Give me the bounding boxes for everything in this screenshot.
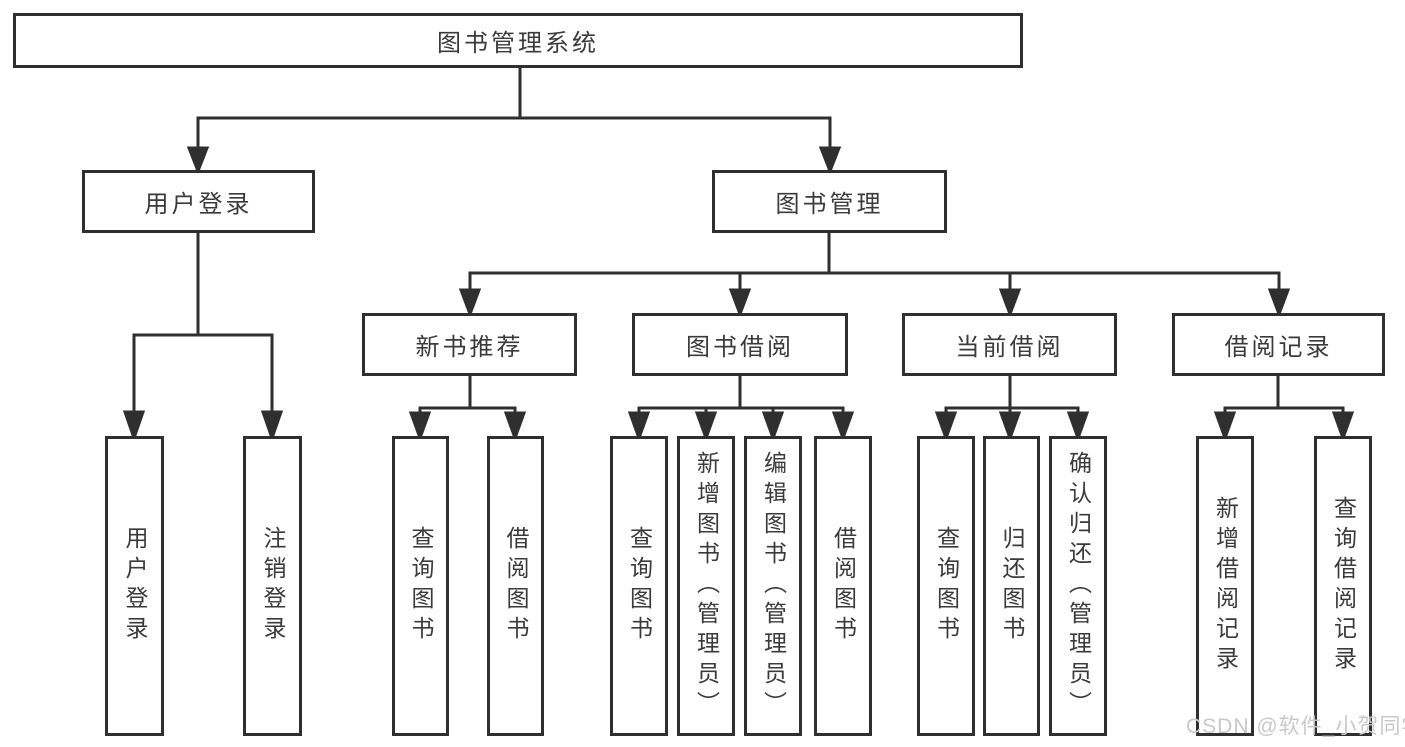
- connector-book-management-to-level3: [458, 233, 1291, 319]
- node-current-borrowing: 当前借阅: [902, 313, 1117, 376]
- leaf-user-login: 用户登录: [105, 436, 164, 736]
- node-borrowing-records: 借阅记录: [1172, 313, 1385, 376]
- connector-current-borrow-to-leaves: [934, 376, 1090, 443]
- node-book-management: 图书管理: [712, 170, 947, 233]
- leaf-borrow-books-borrowing: 借阅图书: [814, 436, 872, 736]
- leaf-query-borrow-record: 查询借阅记录: [1314, 436, 1372, 736]
- csdn-watermark: CSDN @软件_小贺同学: [1186, 715, 1405, 738]
- leaf-query-books-recommend: 查询图书: [392, 436, 449, 736]
- connector-book-borrow-to-leaves: [627, 376, 855, 443]
- leaf-query-books-current: 查询图书: [917, 436, 975, 736]
- connector-root-to-level2: [186, 68, 842, 176]
- connector-new-book-to-leaves: [408, 376, 527, 443]
- node-book-borrowing: 图书借阅: [632, 313, 848, 376]
- leaf-query-books-borrowing: 查询图书: [610, 436, 668, 736]
- leaf-add-book-admin: 新增图书（管理员）: [677, 436, 735, 736]
- leaf-borrow-books-recommend: 借阅图书: [487, 436, 544, 736]
- leaf-add-borrow-record: 新增借阅记录: [1196, 436, 1254, 736]
- leaf-logout: 注销登录: [243, 436, 302, 736]
- leaf-edit-book-admin: 编辑图书（管理员）: [744, 436, 802, 736]
- connector-user-login-to-leaves: [122, 233, 284, 443]
- connector-borrow-record-to-leaves: [1213, 376, 1355, 443]
- leaf-return-book: 归还图书: [983, 436, 1040, 736]
- leaf-confirm-return-admin: 确认归还（管理员）: [1049, 436, 1107, 736]
- node-library-management-system: 图书管理系统: [13, 13, 1023, 68]
- node-user-login: 用户登录: [82, 170, 315, 233]
- node-new-book-recommend: 新书推荐: [362, 313, 577, 376]
